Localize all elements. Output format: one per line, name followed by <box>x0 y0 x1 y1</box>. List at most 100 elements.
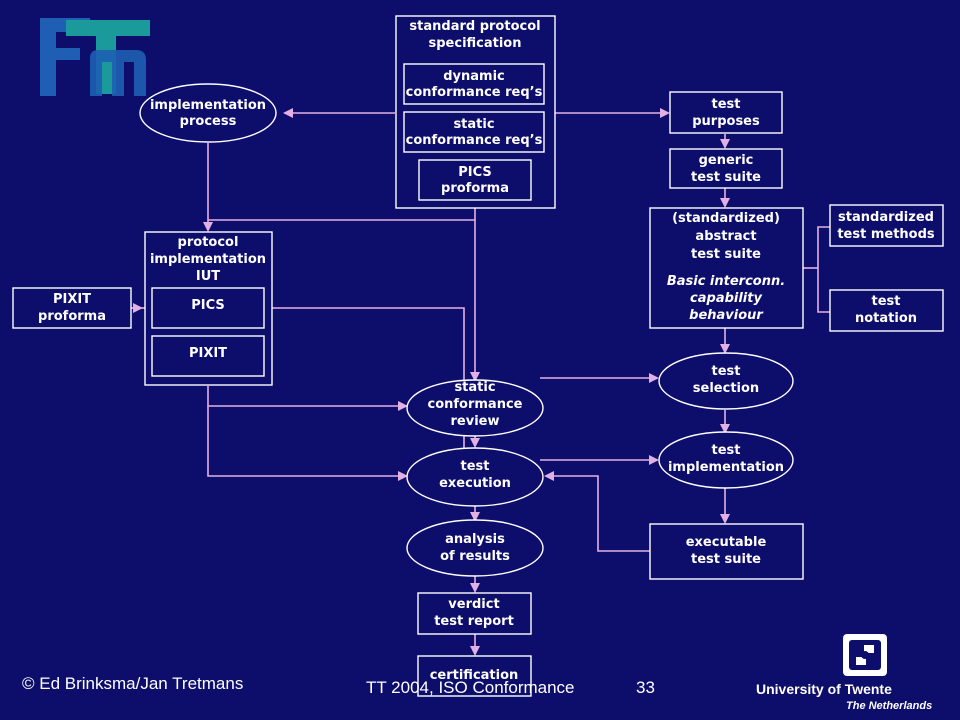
arrowheads <box>133 108 730 656</box>
arrowhead <box>660 108 670 118</box>
node-text: test suite <box>691 552 761 567</box>
connectors <box>131 112 830 654</box>
node-text: notation <box>855 311 917 326</box>
node-text: generic <box>699 153 754 168</box>
university-name: University of Twente <box>756 681 892 697</box>
test-notation-box <box>829 289 944 332</box>
node-text: implementation <box>150 98 266 113</box>
connector-iut-to-static-review <box>207 386 406 407</box>
standard-protocol-spec-label: standard protocol specification <box>409 19 540 51</box>
node-text: test suite <box>691 170 761 185</box>
connector-iut-to-execution <box>207 406 406 477</box>
node-text: execution <box>439 476 511 491</box>
node-text: protocol <box>178 235 239 250</box>
node-text: PICS <box>191 298 225 313</box>
node-text: test <box>872 294 901 309</box>
arrowhead <box>470 512 480 522</box>
standardized-test-methods-box <box>829 204 944 247</box>
test-execution-ellipse <box>406 447 544 507</box>
test-implementation-ellipse <box>658 431 794 489</box>
analysis-results-ellipse <box>406 519 544 577</box>
node-text: standardized <box>838 210 934 225</box>
node-text: behaviour <box>689 308 764 323</box>
implementation-process-ellipse <box>139 83 277 143</box>
arrowhead <box>133 303 143 313</box>
pics-box <box>151 287 265 329</box>
node-text: selection <box>693 381 759 396</box>
node-text: process <box>180 114 237 129</box>
abstract-test-suite-box <box>649 207 804 329</box>
static-req-box <box>403 111 545 153</box>
pixit-proforma-box <box>12 287 132 329</box>
node-text: purposes <box>692 114 760 129</box>
arrowhead <box>649 373 659 383</box>
arrowhead <box>283 108 293 118</box>
connector-methods-to-abstract <box>817 226 830 313</box>
node-text: proforma <box>441 181 509 196</box>
node-text: capability <box>690 291 762 306</box>
node-text: test <box>461 459 490 474</box>
arrowhead <box>720 344 730 354</box>
test-purposes-box <box>669 91 783 134</box>
arrowhead <box>470 583 480 593</box>
ftm-logo <box>40 18 150 96</box>
arrowhead <box>720 198 730 208</box>
node-text: conformance <box>428 397 523 412</box>
node-text: executable <box>686 535 767 550</box>
static-conformance-review-ellipse <box>406 379 544 437</box>
copyright-text: © Ed Brinksma/Jan Tretmans <box>22 674 244 693</box>
course-title: TT 2004, ISO Conformance <box>366 678 575 697</box>
executable-test-suite-box <box>649 523 804 580</box>
node-text: abstract <box>695 229 756 244</box>
arrowhead <box>398 471 408 481</box>
node-text: certification <box>430 668 519 683</box>
node-text: (standardized) <box>672 211 780 226</box>
node-text: test <box>712 443 741 458</box>
node-text: standard protocol <box>409 19 540 34</box>
arrowhead <box>720 424 730 434</box>
page-number: 33 <box>636 678 655 697</box>
node-text: IUT <box>196 269 220 284</box>
certification-box <box>417 655 532 697</box>
pixit-box <box>151 335 265 377</box>
node-text: PIXIT <box>53 292 91 307</box>
arrowhead <box>470 646 480 656</box>
pics-proforma-box <box>418 159 532 201</box>
arrowhead <box>470 438 480 448</box>
generic-test-suite-box <box>669 148 783 189</box>
node-text: of results <box>440 549 510 564</box>
node-text: PIXIT <box>189 346 227 361</box>
node-text: implementation <box>150 252 266 267</box>
node-text: test report <box>434 614 514 629</box>
node-text: test <box>712 364 741 379</box>
dynamic-req-box <box>403 63 545 105</box>
node-text: analysis <box>445 532 505 547</box>
arrowhead <box>203 222 213 232</box>
node-text: static <box>453 117 494 132</box>
connector-executable-to-execution <box>546 475 650 552</box>
arrowhead <box>720 139 730 149</box>
node-text: dynamic <box>443 69 505 84</box>
arrowhead <box>470 372 480 382</box>
university-twente-logo-icon <box>843 634 887 676</box>
node-text: conformance req’s <box>406 85 543 100</box>
university-country: The Netherlands <box>846 700 933 712</box>
node-text: proforma <box>38 309 106 324</box>
node-text: implementation <box>668 460 784 475</box>
node-text: test suite <box>691 247 761 262</box>
arrowhead <box>649 455 659 465</box>
node-text: specification <box>429 36 522 51</box>
node-text: PICS <box>458 165 492 180</box>
arrowhead <box>720 514 730 524</box>
verdict-test-report-box <box>417 592 532 635</box>
node-text: test <box>712 97 741 112</box>
connector-spec-to-iut <box>208 208 476 221</box>
node-text: Basic interconn. <box>667 274 785 289</box>
test-selection-ellipse <box>658 352 794 410</box>
node-text: static <box>454 380 495 395</box>
node-text: review <box>451 414 500 429</box>
node-text: conformance req’s <box>406 133 543 148</box>
arrowhead <box>544 471 554 481</box>
node-text: test methods <box>837 227 935 242</box>
